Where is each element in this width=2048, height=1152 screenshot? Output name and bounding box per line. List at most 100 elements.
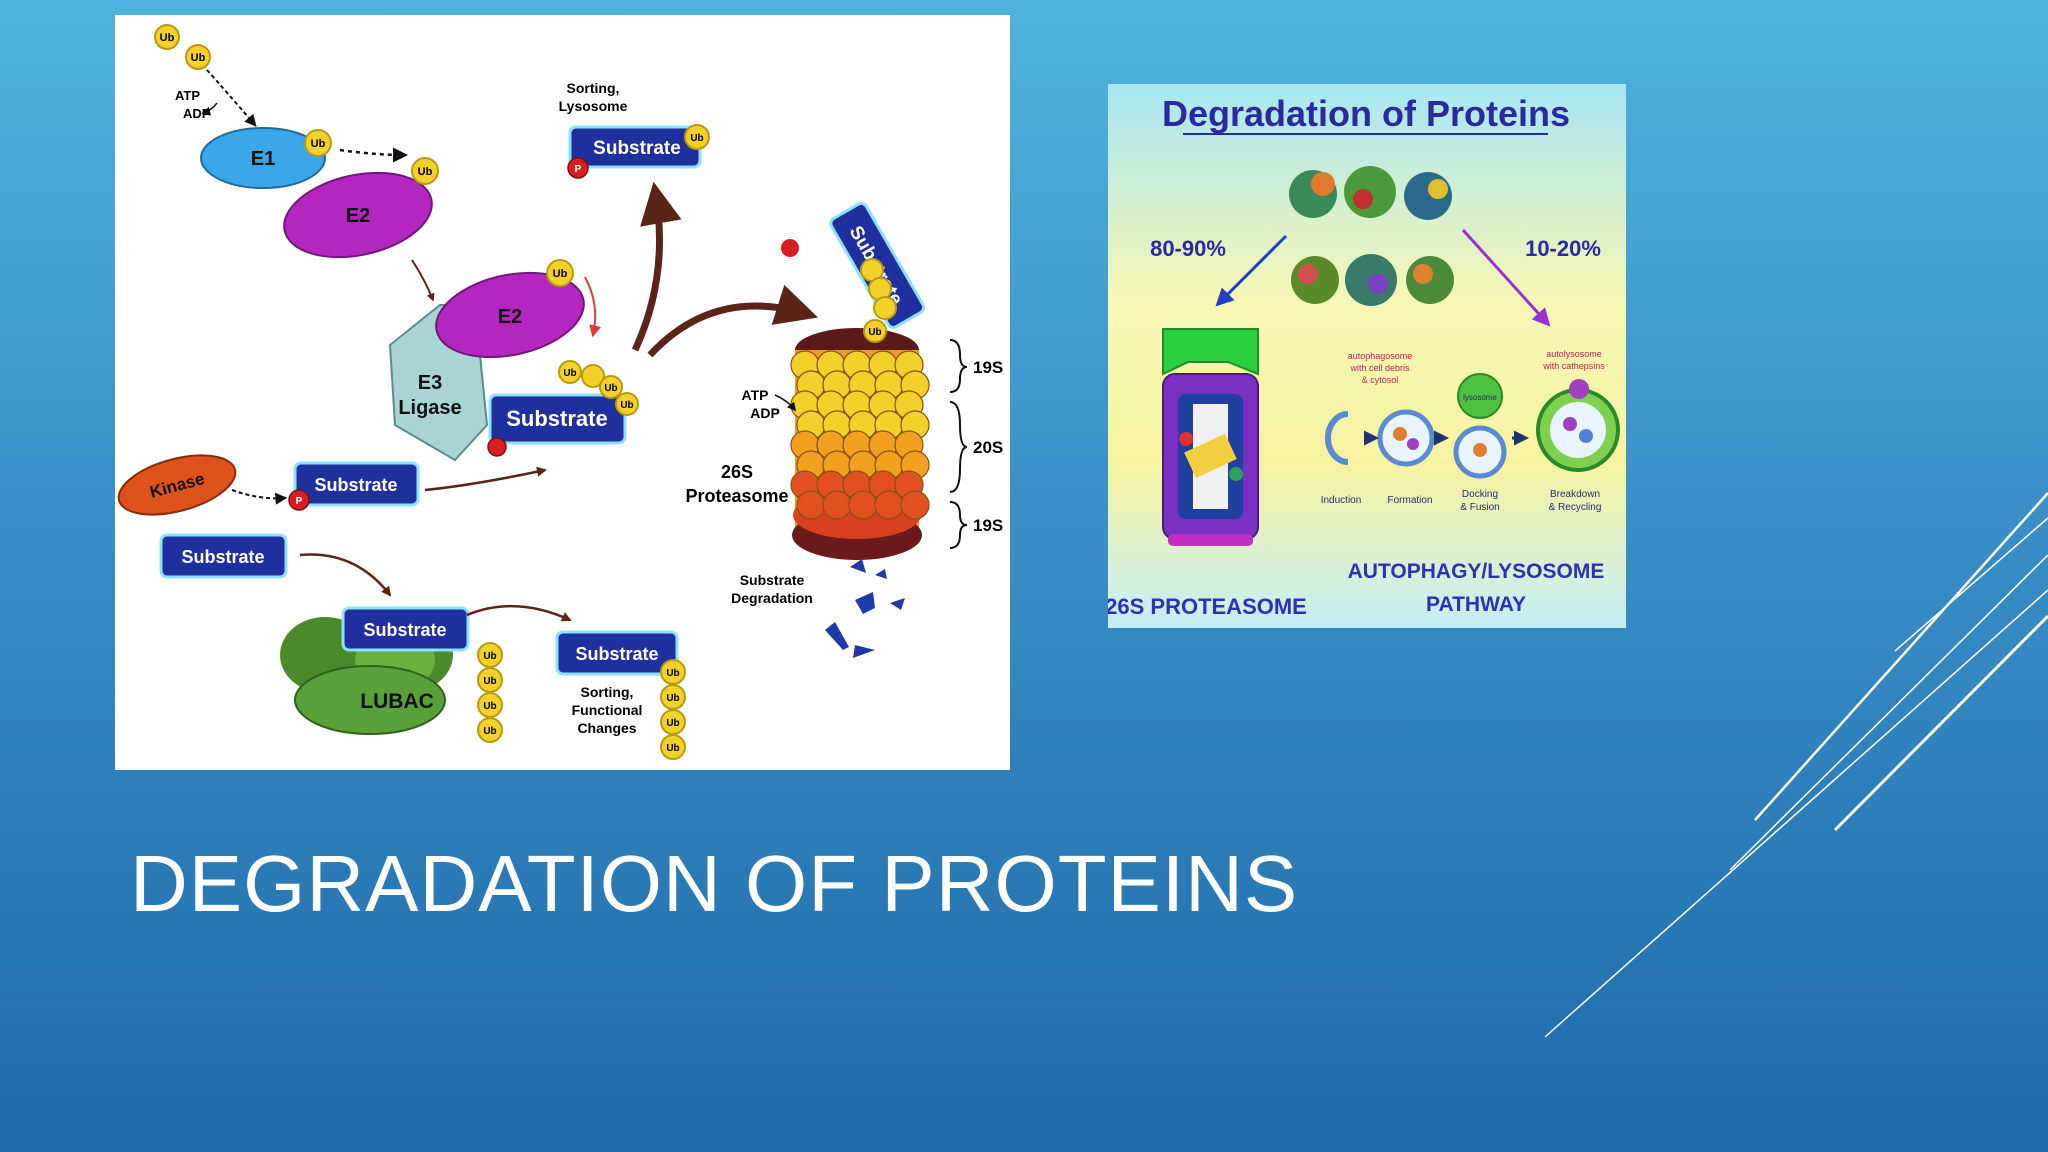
substrate-functional: Substrate: [555, 630, 679, 676]
proteasome-subunit-ball: [874, 490, 904, 520]
substrate-entering: Substrate Ub: [781, 202, 926, 343]
adp-label: ADP: [183, 106, 211, 121]
e2-down-arrow: [411, 259, 435, 302]
degradation-label-line1: Substrate: [740, 572, 805, 588]
ub-top-1: Ub: [154, 24, 180, 50]
kinase-arrow: [231, 489, 288, 505]
ub-label: Ub: [666, 718, 679, 729]
subunit-braces: [949, 339, 968, 549]
e1-to-e2-arrow: [339, 147, 408, 163]
proteasome-illustration: [1162, 328, 1259, 546]
deco-line-1: [1754, 492, 2048, 821]
adp-arrow: [201, 102, 218, 116]
substrate-at-e3: Substrate Ub Ub Ub: [487, 360, 639, 457]
ub-label: Ub: [483, 651, 496, 662]
proteasome-atp-arrow: [774, 394, 797, 412]
substrate-label: Substrate: [506, 406, 607, 431]
arrow-to-proteasome: [1215, 234, 1288, 307]
ub-label: Ub: [666, 743, 679, 754]
phospho-label: P: [575, 164, 582, 175]
substrate-label: Substrate: [314, 475, 397, 495]
ub-label: Ub: [191, 52, 206, 64]
ub-label: Ub: [690, 133, 703, 144]
e2-enzyme-middle: E2: [435, 271, 585, 359]
degradation-label-line2: Degradation: [731, 590, 813, 606]
panel-title: Degradation of Proteins: [1162, 93, 1570, 134]
sorting-functional-line2: Functional: [572, 702, 643, 718]
caption-pathway-line2: PATHWAY: [1426, 593, 1526, 616]
proteasome-subunit-ball: [796, 490, 826, 520]
atp-label: ATP: [175, 88, 200, 103]
ub-label: Ub: [418, 166, 433, 178]
substrate-lysosome: Substrate P Ub: [567, 124, 710, 179]
subunit-19s-bottom: 19S: [973, 516, 1003, 535]
ub-label: Ub: [666, 668, 679, 679]
arrow-to-autophagy: [1461, 228, 1551, 327]
ub-label: Ub: [553, 268, 568, 280]
slide-title: DEGRADATION OF PROTEINS: [130, 839, 1299, 928]
ub-chain-functional: Ub Ub Ub Ub: [660, 659, 686, 760]
ub-label: Ub: [666, 693, 679, 704]
ub-label: Ub: [563, 368, 576, 379]
sorting-functional-line1: Sorting,: [581, 684, 634, 700]
label-autolysosome-1: autolysosome: [1546, 349, 1602, 359]
substrate-to-lubac-arrow: [299, 553, 392, 597]
lubac-label: LUBAC: [360, 690, 434, 713]
ub-e2-middle: Ub: [546, 259, 574, 287]
kinase-enzyme: Kinase: [117, 454, 237, 516]
e2-label: E2: [498, 306, 522, 328]
sorting-lysosome-line2: Lysosome: [559, 98, 628, 114]
autophagy-illustration: [1325, 373, 1620, 479]
subunit-20s: 20S: [973, 438, 1003, 457]
ub-e1: Ub: [304, 129, 332, 157]
e3-label-line2: Ligase: [398, 397, 461, 419]
caption-proteasome: 26S PROTEASOME: [1108, 594, 1307, 619]
proteasome-label-line2: Proteasome: [685, 486, 788, 506]
percent-proteasome: 80-90%: [1150, 236, 1226, 261]
to-proteasome-arrow: [647, 284, 819, 358]
ub-label: Ub: [311, 138, 326, 150]
label-breakdown-1: Breakdown: [1550, 489, 1600, 500]
phospho-label: P: [296, 496, 303, 507]
percent-autophagy: 10-20%: [1525, 236, 1601, 261]
label-autophagosome-3: & cytosol: [1362, 375, 1399, 385]
e2-transfer-arrow: [584, 276, 602, 338]
ub-label: Ub: [620, 400, 633, 411]
sorting-functional-line3: Changes: [577, 720, 636, 736]
caption-pathway-line1: AUTOPHAGY/LYSOSOME: [1348, 560, 1605, 583]
ub-label: Ub: [604, 383, 617, 394]
label-docking-2: & Fusion: [1460, 502, 1499, 513]
label-lysosome: lysosome: [1463, 393, 1497, 402]
ub-label: Ub: [483, 701, 496, 712]
label-autolysosome-2: with cathepsins: [1542, 361, 1605, 371]
ub-chain-lubac: Ub Ub Ub Ub: [477, 642, 503, 743]
substrate-free: Substrate: [159, 533, 288, 579]
substrate-lubac: Substrate: [341, 606, 470, 652]
label-docking-1: Docking: [1462, 489, 1498, 500]
degraded-fragments: [825, 559, 905, 658]
label-autophagosome-1: autophagosome: [1348, 351, 1413, 361]
phospho-to-e3-arrow: [424, 466, 547, 492]
label-autophagosome-2: with cell debris: [1349, 363, 1410, 373]
ubiquitination-diagram: Ub Ub ATP ADP E1 Ub E2: [115, 15, 1010, 770]
e1-label: E1: [251, 148, 275, 170]
lubac-to-functional-arrow: [466, 604, 572, 622]
e2-enzyme-top: E2: [283, 171, 433, 259]
ub-e2-top: Ub: [411, 157, 439, 185]
proteasome-adp: ADP: [750, 405, 780, 421]
proteasome-label-line1: 26S: [721, 462, 753, 482]
ub-label: Ub: [868, 327, 881, 338]
proteasome-subunit-ball: [848, 490, 878, 520]
subunit-19s-top: 19S: [973, 358, 1003, 377]
substrate-label: Substrate: [363, 620, 446, 640]
to-lysosome-arrow: [631, 181, 682, 352]
deco-line-2: [1729, 554, 2048, 871]
label-breakdown-2: & Recycling: [1549, 502, 1602, 513]
substrate-label: Substrate: [181, 547, 264, 567]
proteasome-rings: [790, 350, 930, 520]
proteasome-subunit-ball: [822, 490, 852, 520]
ub-label: Ub: [483, 726, 496, 737]
degradation-panel: Degradation of Proteins 80-90% 10-20%: [1105, 84, 1626, 628]
